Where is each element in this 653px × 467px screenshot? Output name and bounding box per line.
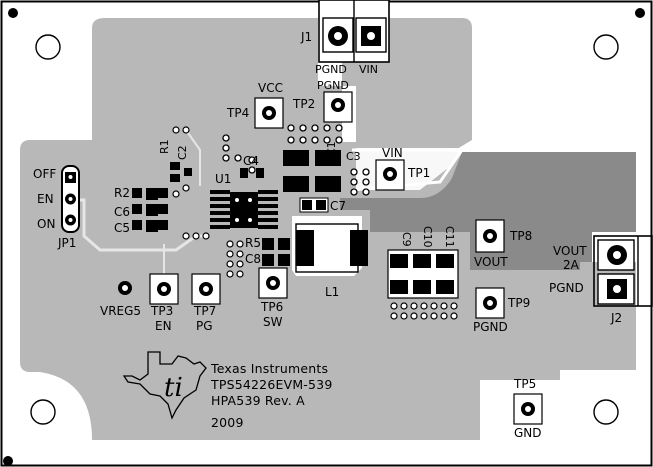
j2-current: 2A [563, 258, 580, 272]
j2-connector [593, 235, 653, 307]
jp1-on: ON [37, 217, 55, 231]
tp2-net: PGND [317, 79, 349, 92]
j2-pin-vout: VOUT [553, 244, 587, 258]
r1-c2-pads [172, 126, 190, 134]
vias-mid [192, 232, 244, 278]
c3-ref: C3 [346, 150, 361, 163]
l1-pad2 [350, 230, 368, 266]
c11-ref: C11 [443, 226, 456, 248]
u1-package [210, 190, 278, 229]
ti-logo-icon [122, 351, 207, 420]
input-capacitors [283, 150, 341, 192]
tp1-net: VIN [382, 146, 403, 160]
tp9-ref: TP9 [507, 296, 530, 310]
silk-assembly: HPA539 Rev. A [211, 393, 305, 408]
c10-ref: C10 [421, 226, 434, 248]
tp1-ref: TP1 [407, 166, 430, 180]
ti-logo-mark: ti [164, 373, 183, 403]
j1-pin-vin: VIN [359, 63, 378, 76]
tp3-net: EN [155, 319, 172, 333]
j1-ref: J1 [300, 30, 312, 44]
tp8-net: VOUT [474, 255, 508, 269]
fiducial-bottom-left [3, 456, 13, 466]
tp5-net: GND [514, 426, 542, 440]
jp1-en: EN [37, 192, 54, 206]
tp6-ref: TP6 [260, 300, 283, 314]
tp4-net: VCC [258, 81, 283, 95]
c5-ref: C5 [114, 221, 130, 235]
via-array-top [222, 124, 370, 196]
l1-pad1 [296, 230, 314, 266]
j2-pin-pgnd: PGND [549, 281, 584, 295]
tp9-net: PGND [473, 320, 508, 334]
c9-ref: C9 [400, 232, 413, 247]
tp2-body [323, 91, 353, 123]
r5-c8-pads [262, 238, 290, 266]
vias-output [390, 302, 458, 320]
tp3-ref: TP3 [150, 304, 173, 318]
j1-pin-pgnd: PGND [315, 63, 347, 76]
c4-pads [240, 168, 264, 178]
tp2-ref: TP2 [292, 97, 315, 111]
vias-left [172, 184, 190, 240]
mounting-hole-tr [593, 34, 619, 60]
c7-pad2 [316, 200, 326, 210]
tp7-ref: TP7 [193, 304, 216, 318]
tp4-ref: TP4 [226, 106, 249, 120]
r2-c6-c5-pads [132, 188, 168, 232]
c7-pad1 [302, 200, 312, 210]
u1-ref: U1 [215, 172, 231, 186]
silk-company: Texas Instruments [210, 361, 328, 376]
vout-plane [340, 152, 636, 270]
r2-ref: R2 [114, 186, 130, 200]
tp6-net: SW [263, 315, 283, 329]
silk-board: TPS54226EVM-539 [210, 377, 332, 392]
small-pads-top [170, 162, 192, 182]
c7-ref: C7 [330, 199, 346, 213]
j2-ref: J2 [610, 311, 622, 325]
c4-ref: C4 [243, 154, 259, 168]
vreg5-label: VREG5 [100, 304, 141, 318]
c1-ref: C1 [325, 141, 338, 156]
r5-ref: R5 [245, 236, 261, 250]
c2-ref: C2 [176, 145, 189, 160]
c6-ref: C6 [114, 205, 130, 219]
mounting-hole-br [593, 399, 619, 425]
tp1-body [375, 159, 405, 191]
fb-trace [185, 129, 201, 186]
jp1-ref: JP1 [57, 236, 76, 250]
mounting-holes [3, 8, 645, 466]
l1-ref: L1 [325, 285, 339, 299]
tp7-net: PG [196, 319, 213, 333]
mounting-hole-bl [30, 399, 56, 425]
j1-connector [318, 0, 390, 63]
r1-ref: R1 [158, 139, 171, 154]
fiducial-top-left [8, 8, 18, 18]
tp8-ref: TP8 [509, 229, 532, 243]
output-capacitors [387, 249, 459, 299]
jp1-off: OFF [33, 167, 56, 181]
fiducial-top-right [635, 8, 645, 18]
c8-ref: C8 [245, 252, 261, 266]
mounting-hole-tl [35, 34, 61, 60]
silk-year: 2009 [211, 415, 244, 430]
tp5-ref: TP5 [513, 377, 536, 391]
